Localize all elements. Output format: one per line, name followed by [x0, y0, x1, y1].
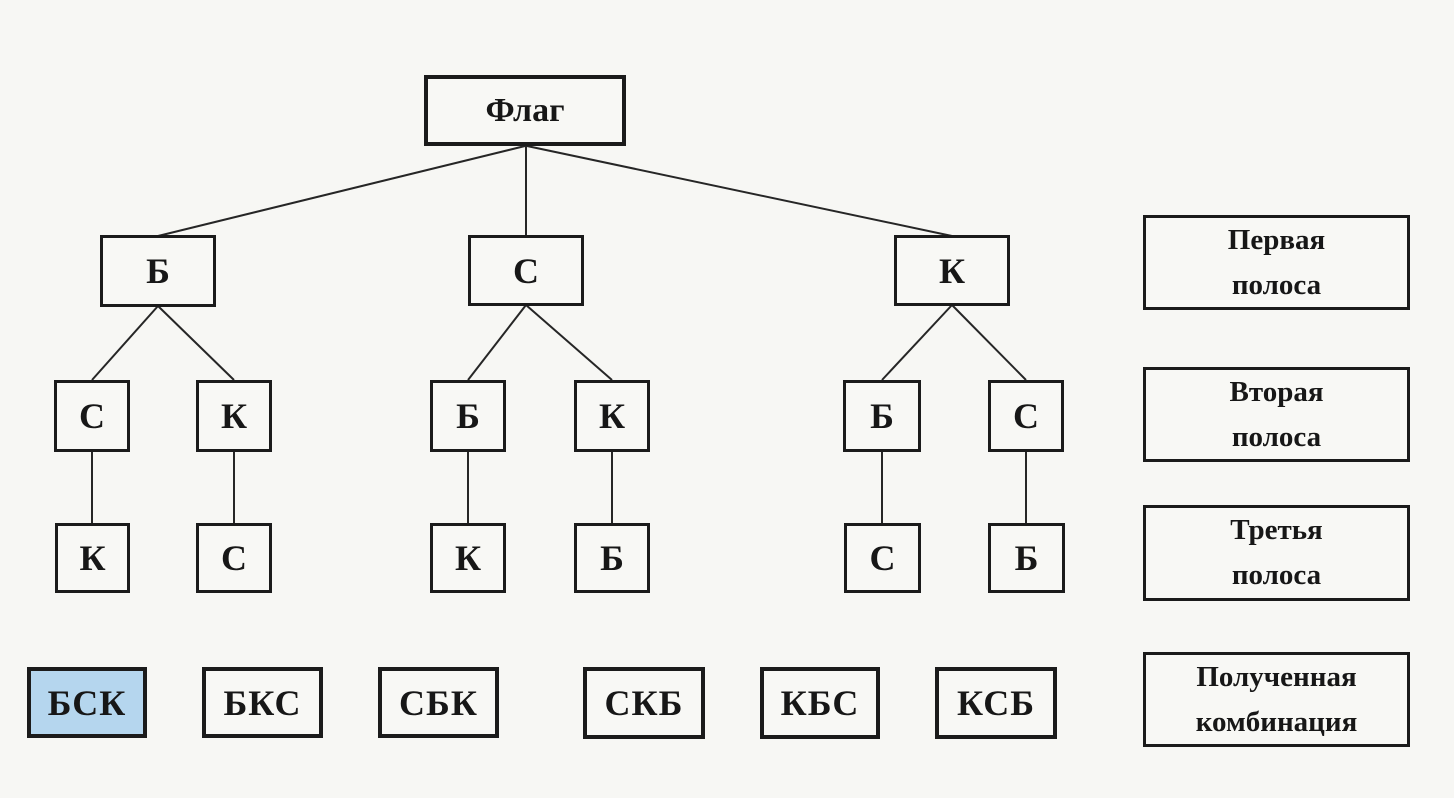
legend-third-stripe: Третья полоса: [1143, 505, 1410, 601]
second-stripe-label-4: К: [598, 396, 626, 436]
combination-box-3: СБК: [378, 667, 499, 738]
combination-label-6: КСБ: [956, 683, 1035, 723]
second-stripe-box-1: С: [54, 380, 130, 452]
second-stripe-label-6: С: [1013, 396, 1039, 436]
second-stripe-box-6: С: [988, 380, 1064, 452]
second-stripe-label-3: Б: [456, 396, 480, 436]
combination-box-1: БСК: [27, 667, 147, 738]
second-stripe-box-2: К: [196, 380, 272, 452]
legend-third-stripe-line2: полоса: [1231, 559, 1322, 591]
flag-root-box: Флаг: [424, 75, 626, 146]
flag-root-label: Флаг: [485, 91, 565, 129]
legend-resulting-combination: Полученная комбинация: [1143, 652, 1410, 747]
first-stripe-label-3: К: [938, 250, 966, 291]
second-stripe-box-4: К: [574, 380, 650, 452]
third-stripe-label-6: Б: [1014, 538, 1039, 578]
third-stripe-box-6: Б: [988, 523, 1065, 593]
combination-box-6: КСБ: [935, 667, 1057, 739]
second-stripe-box-5: Б: [843, 380, 921, 452]
combination-label-3: СБК: [399, 682, 478, 723]
third-stripe-box-2: С: [196, 523, 272, 593]
legend-third-stripe-line1: Третья: [1230, 514, 1323, 547]
second-stripe-box-3: Б: [430, 380, 506, 452]
third-stripe-box-1: К: [55, 523, 130, 593]
third-stripe-box-5: С: [844, 523, 921, 593]
second-stripe-label-2: К: [220, 396, 248, 436]
legend-resulting-combination-line2: комбинация: [1195, 705, 1358, 738]
first-stripe-box-1: Б: [100, 235, 216, 307]
third-stripe-label-1: К: [79, 538, 106, 578]
third-stripe-label-5: С: [869, 538, 896, 578]
combination-label-2: БКС: [223, 682, 302, 723]
second-stripe-label-1: С: [79, 396, 105, 436]
legend-first-stripe-line2: полоса: [1231, 268, 1322, 301]
combination-box-2: БКС: [202, 667, 323, 738]
third-stripe-label-3: К: [454, 538, 482, 578]
combination-label-4: СКБ: [604, 683, 684, 723]
legend-first-stripe-line1: Первая: [1227, 223, 1326, 256]
first-stripe-box-3: К: [894, 235, 1010, 306]
legend-second-stripe-line1: Вторая: [1229, 375, 1324, 408]
third-stripe-label-4: Б: [600, 538, 624, 578]
combination-box-4: СКБ: [583, 667, 705, 739]
legend-resulting-combination-line1: Полученная: [1196, 660, 1357, 693]
first-stripe-label-1: Б: [146, 251, 170, 291]
legend-first-stripe: Первая полоса: [1143, 215, 1410, 310]
combination-label-1: БСК: [47, 682, 127, 723]
third-stripe-box-3: К: [430, 523, 506, 593]
legend-second-stripe: Вторая полоса: [1143, 367, 1410, 462]
first-stripe-box-2: С: [468, 235, 584, 306]
third-stripe-label-2: С: [221, 538, 247, 578]
legend-second-stripe-line2: полоса: [1231, 420, 1322, 453]
first-stripe-label-2: С: [513, 250, 539, 291]
third-stripe-box-4: Б: [574, 523, 650, 593]
second-stripe-label-5: Б: [870, 396, 894, 436]
combination-box-5: КБС: [760, 667, 880, 739]
combination-label-5: КБС: [780, 683, 860, 723]
